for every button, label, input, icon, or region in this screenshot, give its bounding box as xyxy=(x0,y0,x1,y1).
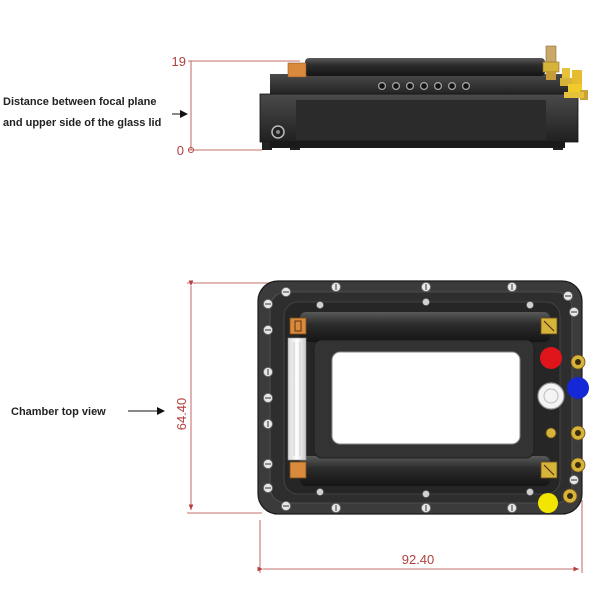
top-view-callout: Chamber top view xyxy=(11,406,106,418)
side-callout-line1: Distance between focal plane xyxy=(3,96,156,108)
port-white-icon xyxy=(537,382,565,410)
port-red-icon xyxy=(540,347,562,369)
port-yellow-icon xyxy=(538,493,558,513)
side-origin-marker xyxy=(187,146,195,154)
side-brass-fittings xyxy=(542,45,588,100)
side-dimension-bottom-label: 0 xyxy=(177,143,184,158)
side-rod xyxy=(305,58,545,76)
copper-clamp-bottom-left xyxy=(289,461,307,479)
observation-window xyxy=(331,351,521,445)
top-rod xyxy=(300,312,550,342)
brass-fittings xyxy=(545,354,586,504)
port-blue-icon xyxy=(567,377,589,399)
side-view: 19 0 Distance between focal plane and up… xyxy=(3,45,588,158)
side-dimension-top-label: 19 xyxy=(172,54,186,69)
side-body-recess xyxy=(296,100,546,140)
side-foot-left xyxy=(262,142,272,150)
side-callout-line2: and upper side of the glass lid xyxy=(3,117,161,129)
side-upper-block xyxy=(270,74,570,96)
left-glass-tube xyxy=(287,337,307,461)
bottom-rod xyxy=(300,456,550,486)
width-dimension-label: 92.40 xyxy=(402,552,435,567)
side-port-holes xyxy=(378,81,471,90)
copper-clamp-top-left xyxy=(289,317,307,335)
side-copper-clamp xyxy=(287,62,307,78)
height-dimension-label: 64.40 xyxy=(174,398,189,431)
frame-screws xyxy=(263,282,579,513)
top-view: 64.40 92.40 Chamber top view xyxy=(11,280,589,573)
